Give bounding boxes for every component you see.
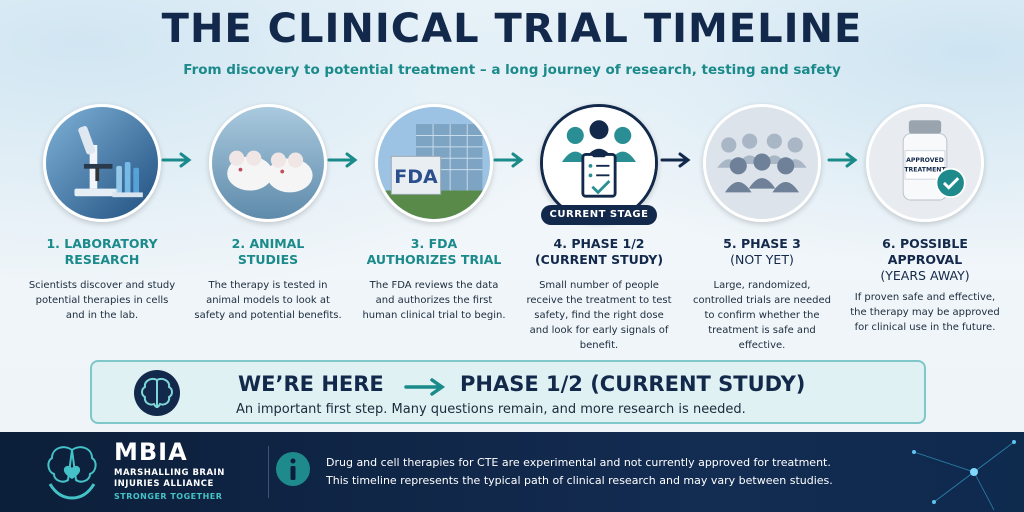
- footer: MBIA MARSHALLING BRAIN INJURIES ALLIANCE…: [0, 432, 1024, 512]
- mbia-logo-icon: [47, 446, 97, 500]
- step-1-title-line2: RESEARCH: [64, 252, 140, 267]
- step-6-title-line3: (YEARS AWAY): [880, 268, 970, 283]
- fda-building-image: FDA: [375, 104, 493, 222]
- step-fda-authorizes: FDA 3. FDA AUTHORIZES TRIAL The FDA revi…: [359, 104, 509, 323]
- svg-text:APPROVED: APPROVED: [906, 157, 944, 164]
- approved-vial-image: APPROVED TREATMENT: [866, 104, 984, 222]
- arrow-right-icon: [493, 152, 524, 168]
- svg-text:TREATMENT: TREATMENT: [904, 167, 946, 174]
- step-5-title: 5. PHASE 3: [723, 236, 801, 251]
- large-group-icon: [703, 104, 821, 222]
- step-2-title-line2: STUDIES: [237, 252, 299, 267]
- step-laboratory-research: 1. LABORATORY RESEARCH Scientists discov…: [27, 104, 177, 323]
- microscope-image: [43, 104, 161, 222]
- step-3-title-line2: AUTHORIZES TRIAL: [366, 252, 502, 267]
- brain-icon: [134, 370, 180, 416]
- were-here-label: WE’RE HERE: [238, 372, 384, 396]
- step-3-title: 3. FDA: [410, 236, 458, 251]
- arrow-right-icon: [404, 378, 446, 396]
- arrow-right-icon: [660, 152, 691, 168]
- step-4-title: 4. PHASE 1/2: [553, 236, 645, 251]
- step-animal-studies: 2. ANIMAL STUDIES The therapy is tested …: [193, 104, 343, 323]
- logo-text: MBIA: [114, 438, 188, 466]
- step-4-title-line2: (CURRENT STUDY): [534, 252, 664, 267]
- step-6-description: If proven safe and effective, the therap…: [850, 292, 1000, 333]
- people-clipboard-icon: [540, 104, 658, 222]
- step-6-title: 6. POSSIBLE: [882, 236, 968, 251]
- arrow-right-icon: [161, 152, 192, 168]
- step-2-title: 2. ANIMAL: [231, 236, 305, 251]
- step-phase-1-2: 4. PHASE 1/2 (CURRENT STUDY) Small numbe…: [524, 104, 674, 353]
- neural-network-decoration: [912, 440, 1016, 511]
- footer-disclaimer: Drug and cell therapies for CTE are expe…: [326, 454, 886, 490]
- step-5-title-line2: (NOT YET): [730, 252, 794, 267]
- fda-sign-text: FDA: [394, 166, 438, 188]
- footer-line-2: This timeline represents the typical pat…: [326, 474, 833, 487]
- step-possible-approval: APPROVED TREATMENT 6. POSSIBLE APPROVAL …: [850, 104, 1000, 335]
- step-6-title-line2: APPROVAL: [887, 252, 963, 267]
- current-position-banner: WE’RE HERE PHASE 1/2 (CURRENT STUDY) An …: [90, 360, 926, 424]
- footer-line-1: Drug and cell therapies for CTE are expe…: [326, 456, 831, 469]
- step-5-description: Large, randomized, controlled trials are…: [692, 280, 832, 351]
- step-3-description: The FDA reviews the data and authorizes …: [362, 280, 506, 321]
- current-phase-label: PHASE 1/2 (CURRENT STUDY): [460, 372, 806, 396]
- step-2-description: The therapy is tested in animal models t…: [194, 280, 342, 321]
- page-subtitle: From discovery to potential treatment – …: [183, 62, 841, 78]
- arrow-right-icon: [827, 152, 858, 168]
- step-1-description: Scientists discover and study potential …: [28, 280, 176, 321]
- banner-note: An important first step. Many questions …: [236, 402, 746, 417]
- step-1-title: 1. LABORATORY: [46, 236, 158, 251]
- footer-divider: [268, 446, 269, 498]
- info-icon: [276, 452, 310, 486]
- arrow-right-icon: [327, 152, 358, 168]
- step-4-description: Small number of people receive the treat…: [526, 280, 672, 351]
- organization-name: MARSHALLING BRAIN INJURIES ALLIANCE: [114, 468, 225, 489]
- mice-image: [209, 104, 327, 222]
- organization-tagline: STRONGER TOGETHER: [114, 492, 223, 501]
- step-phase-3: 5. PHASE 3 (NOT YET) Large, randomized, …: [687, 104, 837, 353]
- page-title: THE CLINICAL TRIAL TIMELINE: [161, 6, 863, 52]
- current-stage-badge: CURRENT STAGE: [541, 205, 657, 225]
